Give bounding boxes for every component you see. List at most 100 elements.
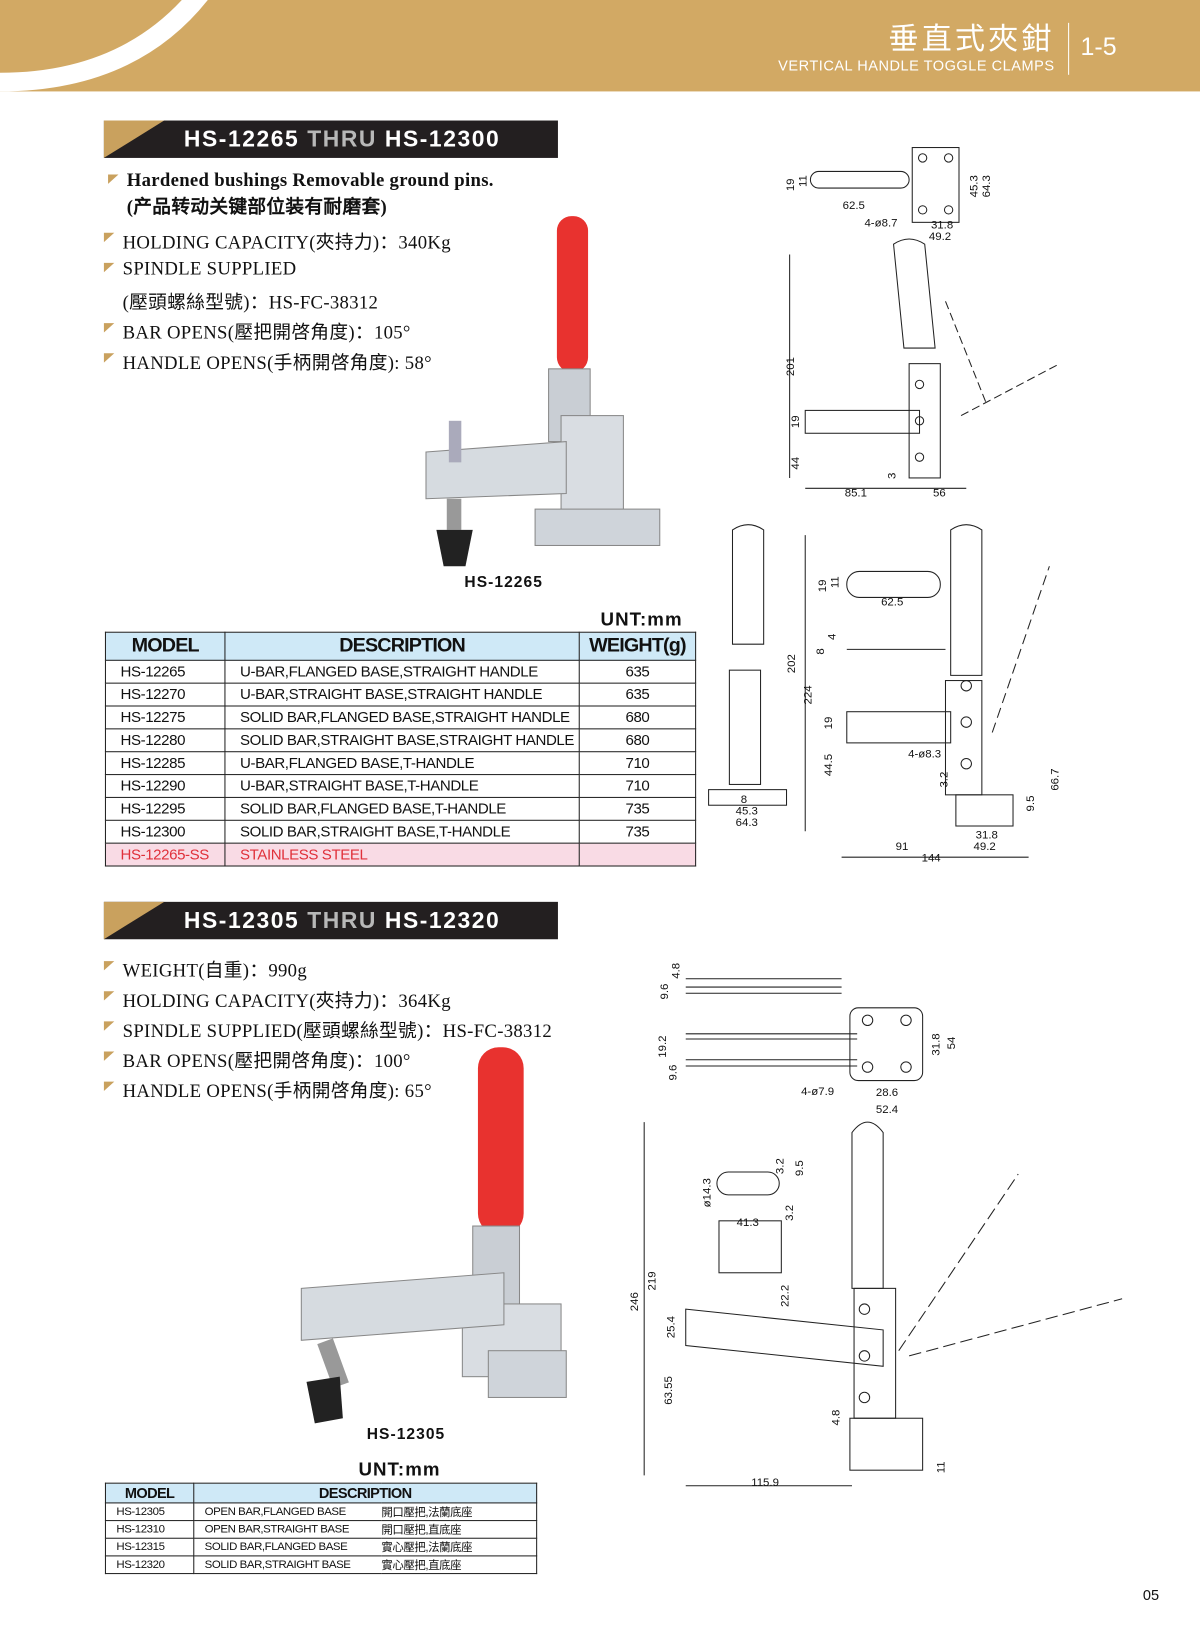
gold-triangle	[103, 120, 165, 158]
cell-description: U-BAR,STRAIGHT BASE,T-HANDLE	[224, 774, 580, 798]
dimension-label: 219	[646, 1271, 659, 1291]
dimension-label: 9.5	[793, 1160, 807, 1177]
dimension-label: 49.2	[973, 840, 996, 854]
dimension-label: 44	[789, 456, 803, 470]
technical-drawing-2	[708, 524, 1050, 858]
dimension-label: 4.8	[670, 962, 683, 979]
feature-item: (壓頭螺絲型號)：HS-FC-38312	[122, 291, 379, 313]
feature-item: WEIGHT(自重)：990g	[103, 956, 307, 983]
dimension-label: 64.3	[735, 816, 758, 830]
cell-model: HS-12265	[104, 659, 226, 684]
section2-title-bar: HS-12305 THRU HS-12320	[103, 901, 558, 940]
cell-description: U-BAR,FLANGED BASE,STRAIGHT HANDLE	[224, 659, 580, 684]
dimension-label: 144	[921, 851, 941, 865]
cell-description: SOLID BAR,STRAIGHT BASE,STRAIGHT HANDLE	[224, 728, 580, 753]
cell-weight: 735	[578, 819, 697, 844]
dimension-label: 25.4	[664, 1315, 678, 1339]
dimension-label: 19.2	[656, 1035, 670, 1058]
unit-label: UNT:mm	[600, 608, 683, 630]
photo-caption: HS-12305	[366, 1425, 446, 1444]
title-to: HS-12300	[384, 125, 501, 152]
cell-weight: 710	[578, 774, 697, 798]
title-from: HS-12265	[183, 125, 300, 152]
table-header-row: MODEL DESCRIPTION	[104, 1482, 538, 1504]
dimension-label: 11	[935, 1461, 948, 1474]
header-band	[0, 0, 1200, 92]
cell-description: SOLID BAR,FLANGED BASE,STRAIGHT HANDLE	[224, 705, 580, 730]
product-photo-hs-12265	[425, 216, 661, 567]
cell-model: HS-12320	[104, 1555, 195, 1575]
dimension-label: 52.4	[875, 1103, 899, 1116]
dimension-label: 91	[895, 840, 909, 854]
feature-item: HANDLE OPENS(手柄開啓角度): 58°	[103, 348, 432, 375]
dimension-label: 45.3	[968, 175, 981, 198]
dimension-label: 3	[886, 472, 899, 479]
dimension-label: 3.2	[774, 1158, 787, 1175]
dimension-label: 31.8	[930, 219, 954, 232]
dimension-label: 62.5	[842, 199, 865, 212]
dimension-label: 9.6	[658, 983, 672, 1000]
header-curve-decoration	[0, 0, 208, 92]
unit-label: UNT:mm	[358, 1458, 441, 1480]
section1-title-bar: HS-12265 THRU HS-12300	[103, 120, 558, 158]
dimension-label: 4-ø8.3	[908, 748, 942, 761]
cell-model: HS-12265-SS	[104, 842, 226, 867]
dimension-label: 11	[829, 576, 842, 589]
dimension-label: 19	[784, 178, 797, 192]
column-header-weight: WEIGHT(g)	[578, 631, 697, 661]
cell-model: HS-12275	[104, 705, 226, 730]
cell-weight	[578, 842, 697, 867]
section1-title: HS-12265 THRU HS-12300	[184, 126, 500, 153]
feature-item: Hardened bushings Removable ground pins.	[108, 169, 494, 191]
dimension-label: 3.2	[938, 771, 951, 788]
column-header-model: MODEL	[104, 631, 226, 661]
dimension-label: 19	[816, 579, 830, 593]
title-thru: THRU	[307, 907, 377, 934]
cell-description: OPEN BAR,FLANGED BASE	[193, 1502, 382, 1522]
dimension-label: 202	[785, 654, 798, 674]
dimension-label: 9.6	[667, 1064, 680, 1081]
dimension-label: 9.5	[1024, 795, 1037, 812]
cell-description: SOLID BAR,FLANGED BASE,T-HANDLE	[224, 796, 580, 821]
dimension-label: 246	[628, 1292, 642, 1312]
dimension-label: 45.3	[735, 805, 758, 818]
dimension-label: 28.6	[875, 1086, 899, 1100]
dimension-label: 4-ø7.9	[801, 1085, 835, 1099]
cell-model: HS-12300	[104, 819, 226, 844]
dimension-label: 31.8	[929, 1033, 943, 1056]
dimension-label: 44.5	[822, 753, 836, 777]
dimension-label: 224	[802, 685, 815, 705]
dimension-label: 56	[933, 487, 946, 500]
cell-weight: 680	[578, 728, 697, 753]
cell-description: U-BAR,FLANGED BASE,T-HANDLE	[224, 751, 580, 776]
dimension-label: 22.2	[779, 1284, 792, 1308]
header-divider	[1068, 22, 1070, 75]
dimension-label: 19	[822, 716, 836, 730]
cell-description: SOLID BAR,STRAIGHT BASE	[193, 1555, 382, 1575]
page-number: 05	[1142, 1586, 1160, 1604]
cell-model: HS-12310	[104, 1520, 195, 1539]
dimension-label: 49.2	[928, 230, 952, 244]
cell-weight: 680	[578, 705, 697, 730]
dimension-label: 66.7	[1049, 768, 1062, 791]
feature-item: SPINDLE SUPPLIED(壓頭螺絲型號)：HS-FC-38312	[103, 1016, 552, 1043]
cell-model: HS-12280	[104, 728, 226, 753]
dimension-label: 64.3	[980, 175, 994, 198]
section2-title: HS-12305 THRU HS-12320	[184, 907, 500, 934]
cell-description-cn: 實心壓把,法蘭底座	[381, 1537, 538, 1557]
column-header-description: DESCRIPTION	[224, 631, 580, 661]
dimension-label: 4	[826, 633, 839, 641]
dimension-label: 201	[784, 357, 797, 377]
dimension-label: 8	[814, 648, 828, 655]
